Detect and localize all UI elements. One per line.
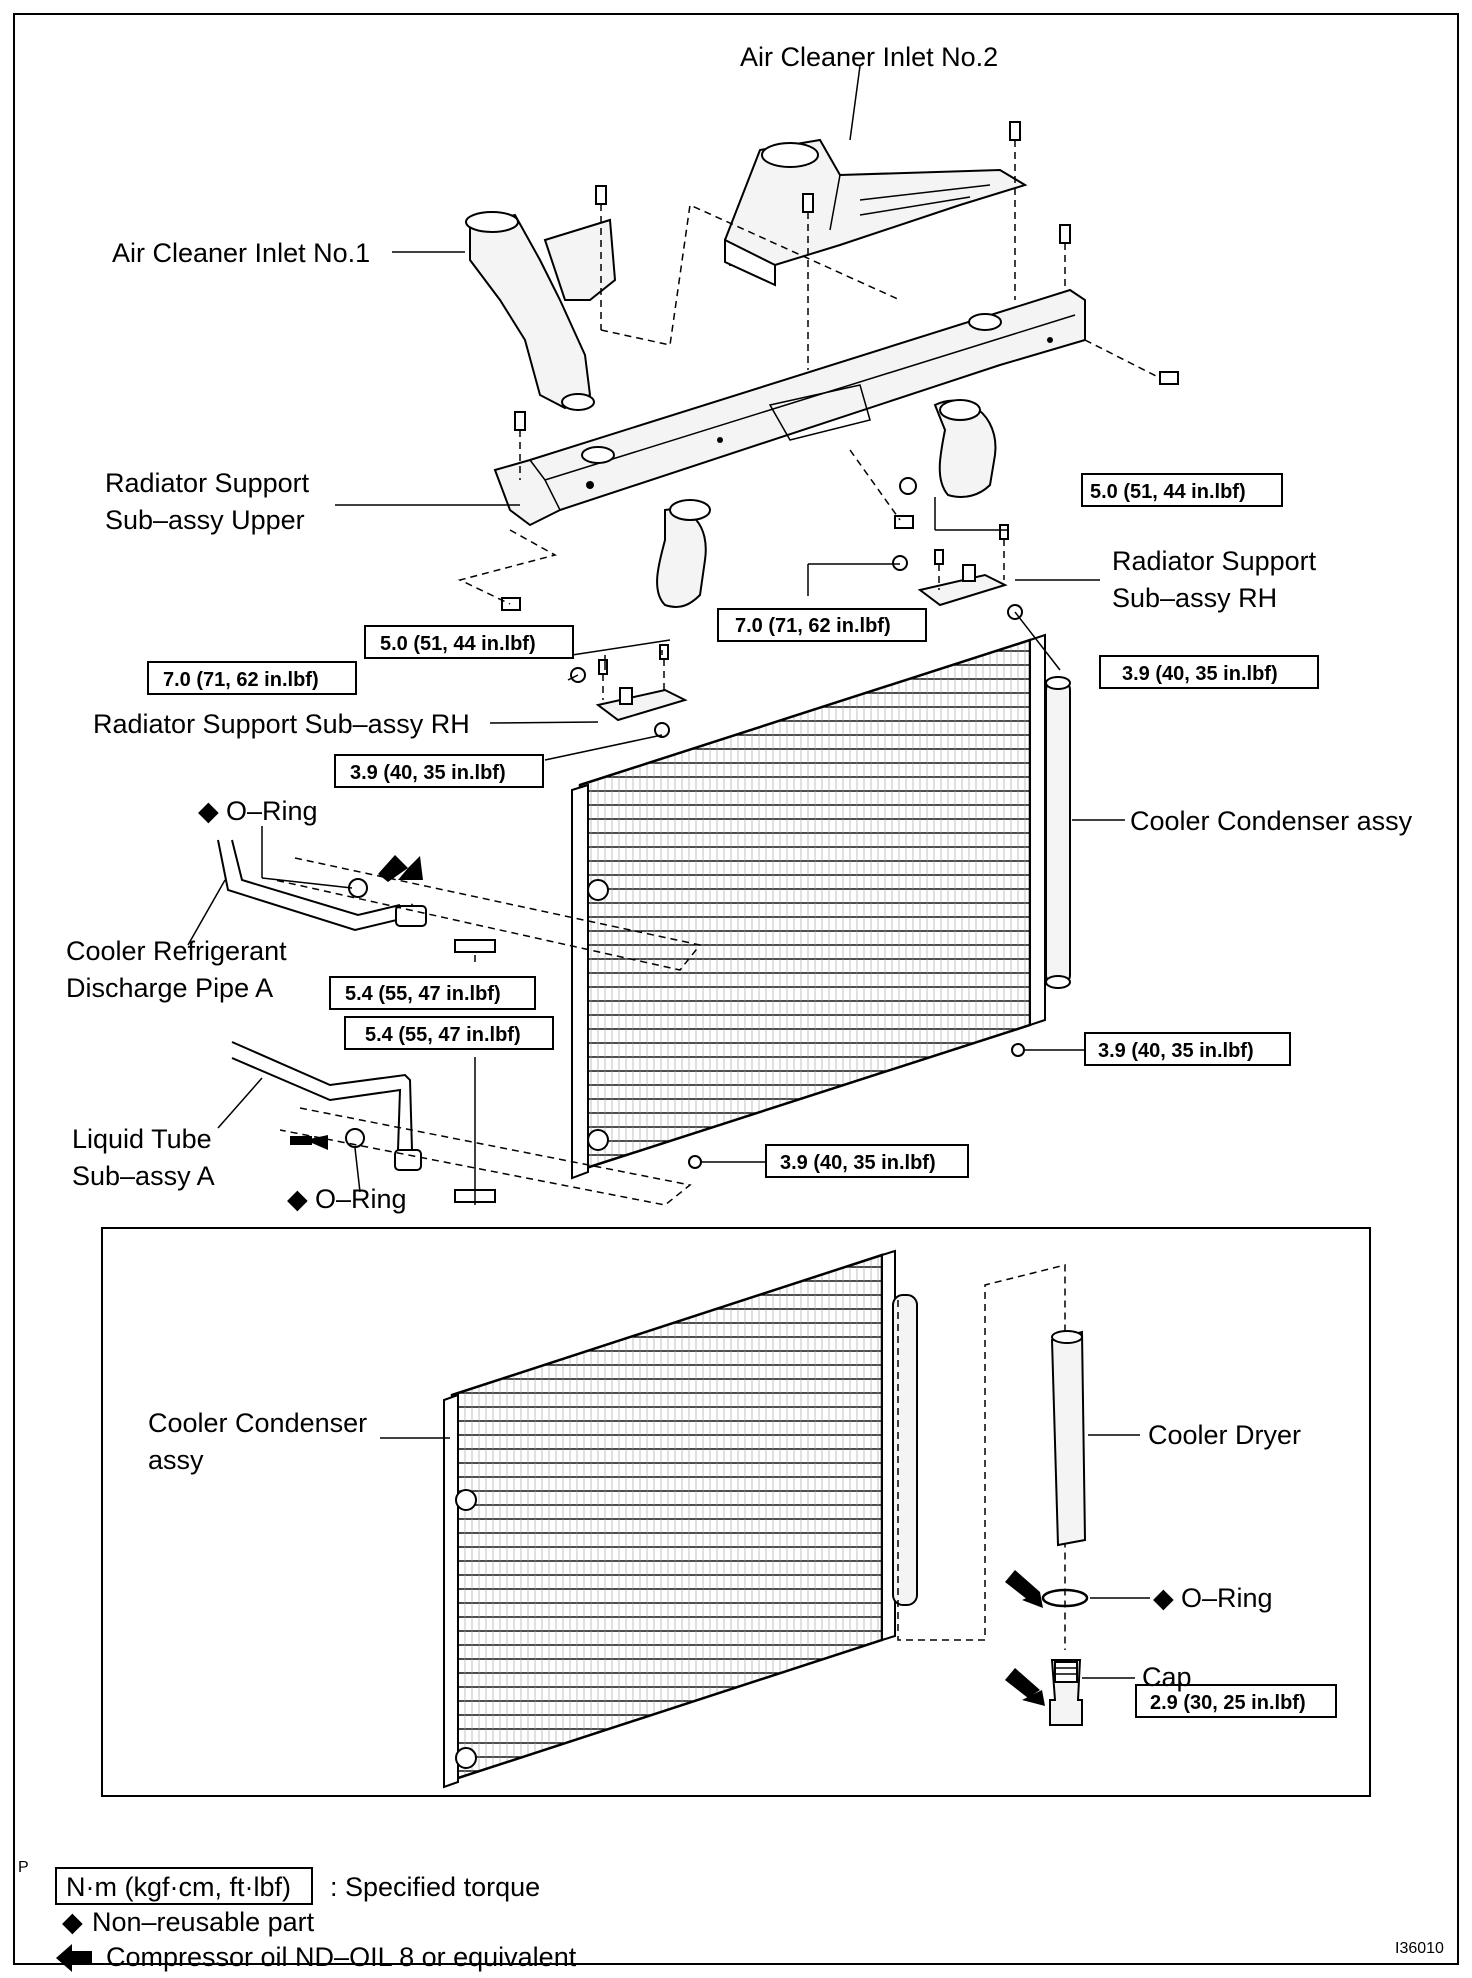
legend-unit-desc: : Specified torque [330,1872,540,1902]
radiator-support-rh-left-part [570,644,688,738]
legend-diamond-icon: ◆ [62,1907,83,1937]
torque-5-0-left: 5.0 (51, 44 in.lbf) [380,633,536,655]
o-ring-bottom-leader [354,1147,361,1193]
label-air-cleaner-inlet-no2: Air Cleaner Inlet No.2 [740,42,998,72]
inlet2-leader [849,65,861,141]
bolts-upper [501,121,1179,611]
torque-5-4-upper: 5.4 (55, 47 in.lbf) [345,983,501,1005]
legend: P N·m (kgf·cm, ft·lbf) : Specified torqu… [18,1859,1444,1972]
inset-o-ring-part [1041,1588,1089,1608]
label-radiator-support-rh-left: Radiator Support Sub–assy RH [93,709,470,739]
discharge-pipe-leader [187,879,226,946]
discharge-pipe-part [217,839,702,971]
torque-5-0-right: 5.0 (51, 44 in.lbf) [1090,481,1246,503]
label-cooler-condenser-inset-1: Cooler Condenser [148,1408,367,1438]
torque-2-9-cap: 2.9 (30, 25 in.lbf) [1150,1692,1306,1714]
label-o-ring-inset: O–Ring [1181,1583,1273,1613]
radiator-support-upper-part [493,288,1086,527]
figure-id: I36010 [1395,1940,1444,1957]
radiator-support-rh-right-part [892,524,1023,620]
diamond-icon-top: ◆ [198,796,219,826]
torque-boxes [147,473,1337,1718]
liquid-tube-leader [217,1077,263,1129]
horn-right [933,399,997,498]
torque-3-9-side: 3.9 (40, 35 in.lbf) [1098,1040,1254,1062]
cooler-condenser-inset-part [443,1249,1066,1789]
cooler-dryer-part [1050,1330,1087,1547]
label-o-ring-bottom: O–Ring [315,1184,407,1214]
diamond-icon-bottom: ◆ [287,1184,308,1214]
label-liquid-tube-2: Sub–assy A [72,1161,215,1191]
label-cap: Cap [1142,1662,1192,1692]
torque-leaders [474,497,1100,1205]
label-liquid-tube-1: Liquid Tube [72,1124,212,1154]
inset-o-ring-arrow-icon [1005,1570,1043,1608]
label-radiator-support-upper-2: Sub–assy Upper [105,505,305,535]
torque-7-0-right: 7.0 (71, 62 in.lbf) [735,615,891,637]
label-radiator-support-rh-right-2: Sub–assy RH [1112,583,1277,613]
label-air-cleaner-inlet-no1: Air Cleaner Inlet No.1 [112,238,370,268]
cap-part [1049,1659,1083,1726]
legend-arrow-icon [56,1944,92,1972]
torque-values: 5.0 (51, 44 in.lbf) 7.0 (71, 62 in.lbf) … [163,481,1306,1714]
air-cleaner-inlet-no2-part [723,138,1028,287]
label-radiator-support-upper-1: Radiator Support [105,468,310,498]
torque-3-9-left: 3.9 (40, 35 in.lbf) [350,762,506,784]
o-ring-top-leader-b [261,877,353,889]
torque-7-0-left: 7.0 (71, 62 in.lbf) [163,669,319,691]
discharge-arrow-icon [378,855,423,882]
legend-unit-box: N·m (kgf·cm, ft·lbf) [66,1872,291,1902]
torque-3-9-right: 3.9 (40, 35 in.lbf) [1122,663,1278,685]
legend-nonreusable: Non–reusable part [92,1907,315,1937]
cap-arrow-icon [1005,1668,1045,1706]
label-radiator-support-rh-right-1: Radiator Support [1112,546,1317,576]
liquid-tube-arrow-icon [290,1135,328,1150]
label-cooler-condenser-inset-2: assy [148,1445,204,1475]
inset-frame [101,1227,1371,1797]
page-marker: P [18,1859,29,1876]
torque-5-4-lower: 5.4 (55, 47 in.lbf) [365,1024,521,1046]
label-discharge-pipe-2: Discharge Pipe A [66,973,273,1003]
air-cleaner-inlet-no1-part [465,211,617,411]
label-cooler-condenser-top: Cooler Condenser assy [1130,806,1413,836]
horn-left [656,499,711,608]
dashed-guides-upper [457,140,1161,605]
diamond-icon-inset: ◆ [1153,1583,1174,1613]
label-o-ring-top: O–Ring [226,796,318,826]
label-discharge-pipe-1: Cooler Refrigerant [66,936,287,966]
cooler-condenser-main-part [571,633,1071,1180]
page-border [13,13,1459,1965]
legend-oil: Compressor oil ND–OIL 8 or equivalent [106,1942,577,1972]
label-cooler-dryer: Cooler Dryer [1148,1420,1301,1450]
torque-3-9-bottom: 3.9 (40, 35 in.lbf) [780,1152,936,1174]
part-labels: Air Cleaner Inlet No.2 Air Cleaner Inlet… [66,42,1413,1692]
